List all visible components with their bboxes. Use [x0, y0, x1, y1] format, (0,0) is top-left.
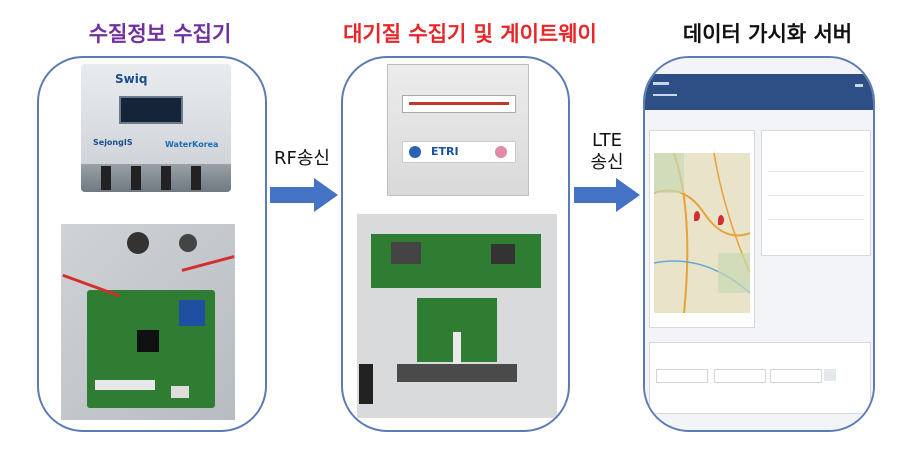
- cable-1: [101, 166, 111, 190]
- sejong-logo: SejongIS: [93, 138, 133, 147]
- pig-mascot-icon: [495, 146, 507, 158]
- cable-3: [161, 166, 171, 190]
- waterkorea-logo: WaterKorea: [165, 140, 219, 149]
- red-wire-2: [181, 255, 235, 272]
- etri-logo: ETRI: [431, 145, 459, 158]
- label-text-line: [409, 102, 509, 105]
- gateway-board-photo: [357, 214, 557, 418]
- lcd-display: [119, 96, 183, 124]
- gateway-name-label: [402, 95, 516, 113]
- cable-4: [191, 166, 201, 190]
- water-sensor-box-photo: Swiq SejongIS WaterKorea: [81, 64, 231, 192]
- map-marker-icon: [694, 211, 700, 221]
- power-cable: [359, 364, 373, 404]
- rf-transmit-label: RF송신: [274, 148, 330, 169]
- sensor-module: [397, 364, 517, 382]
- select-field[interactable]: [656, 369, 708, 383]
- table-row-divider: [768, 171, 864, 172]
- gateway-box-photo: ETRI: [387, 64, 529, 196]
- cable-2: [131, 166, 141, 190]
- terminal-block: [95, 380, 155, 390]
- etri-logo-area: ETRI: [402, 141, 516, 163]
- rf-arrow: [270, 178, 338, 212]
- app-subtitle-mark: [653, 94, 677, 96]
- rf-arrow-shape: [270, 178, 338, 212]
- processor-chip: [491, 244, 515, 264]
- server-screenshot: [645, 58, 873, 430]
- green-pcb: [87, 290, 215, 408]
- gateway-pcb-top: [371, 234, 541, 288]
- date-to-field[interactable]: [770, 369, 822, 383]
- app-header-bar: [645, 74, 873, 110]
- app-logo-mark: [653, 82, 669, 85]
- lte-arrow: [574, 178, 640, 212]
- date-from-field[interactable]: [714, 369, 766, 383]
- data-table-card: [761, 130, 871, 256]
- sensor-map: [654, 153, 750, 313]
- usb-port: [171, 386, 189, 398]
- water-collector-panel: Swiq SejongIS WaterKorea: [37, 56, 267, 432]
- ribbon-cable: [453, 332, 461, 382]
- water-board-photo: [61, 224, 235, 420]
- map-roads: [654, 153, 750, 313]
- app-user-mark: [855, 84, 863, 87]
- search-form-card: [649, 342, 871, 414]
- lte-arrow-shape: [574, 178, 640, 212]
- server-panel: [643, 56, 875, 432]
- map-card: [649, 130, 755, 328]
- water-collector-title: 수질정보 수집기: [88, 22, 232, 46]
- lte-label-line2: 송신: [590, 152, 624, 173]
- gland-right: [179, 234, 197, 252]
- map-marker-icon: [718, 215, 724, 225]
- search-button[interactable]: [824, 369, 836, 381]
- table-row-divider: [768, 219, 864, 220]
- sensor-brand-logo: Swiq: [115, 72, 148, 86]
- wireless-module: [179, 300, 205, 326]
- server-title: 데이터 가시화 서버: [682, 22, 853, 46]
- air-collector-panel: ETRI: [341, 56, 570, 432]
- table-row-divider: [768, 195, 864, 196]
- etri-mascot-icon: [409, 146, 421, 158]
- air-collector-title: 대기질 수집기 및 게이트웨이: [343, 22, 597, 46]
- gland-left: [127, 232, 149, 254]
- lte-label-line1: LTE: [592, 130, 622, 151]
- mcu-chip: [137, 330, 159, 352]
- lte-module: [391, 242, 421, 264]
